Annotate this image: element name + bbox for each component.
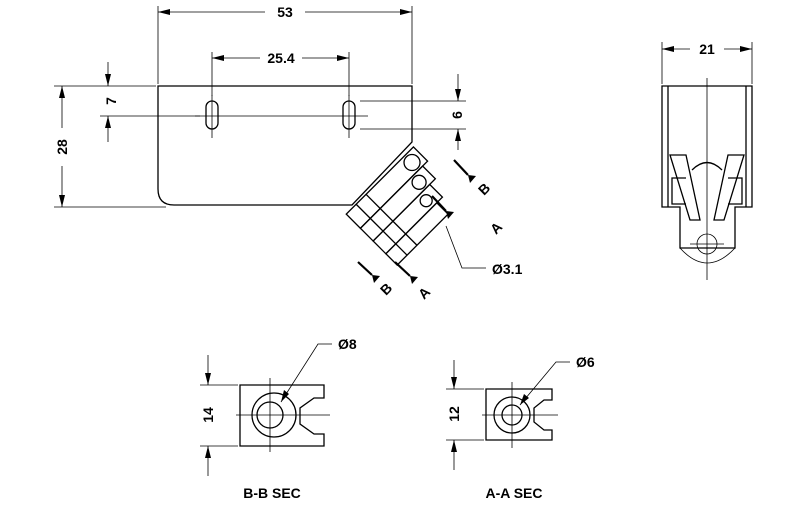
section-marker-a-bottom: A — [415, 284, 433, 302]
section-cut-a-bottom — [394, 261, 411, 277]
height-dim: 28 — [54, 139, 70, 155]
section-cut-a-top — [431, 195, 447, 212]
overall-width-dim: 53 — [277, 4, 293, 20]
section-aa: Ø6 12 A-A SEC — [446, 354, 595, 501]
bb-diameter-leader — [280, 343, 332, 403]
clip-assembly — [345, 146, 450, 266]
aa-section-body — [485, 388, 553, 441]
hole-diameter-leader — [445, 225, 486, 269]
bb-height-dim: 14 — [200, 407, 216, 423]
aa-section-title: A-A SEC — [485, 485, 542, 501]
bb-section-body — [239, 384, 325, 447]
hole-offset-dim: 7 — [103, 97, 119, 105]
bracket-outline — [157, 85, 413, 206]
side-width-dim: 21 — [699, 41, 715, 57]
aa-diameter-leader — [519, 361, 570, 406]
bb-section-title: B-B SEC — [243, 485, 301, 501]
section-marker-b-top: B — [475, 180, 493, 198]
hole-spacing-dim: 25.4 — [267, 50, 294, 66]
section-bb: Ø8 14 B-B SEC — [200, 336, 357, 501]
side-view: 21 — [661, 41, 753, 280]
slot-height-dim: 6 — [449, 111, 465, 119]
hole-diameter-label: Ø3.1 — [492, 261, 523, 277]
front-view: B A B A Ø3.1 53 25.4 7 — [54, 4, 523, 302]
aa-height-dim: 12 — [446, 406, 462, 422]
aa-diameter-label: Ø6 — [576, 354, 595, 370]
section-marker-b-bottom: B — [377, 280, 395, 298]
section-marker-a-top: A — [487, 219, 505, 237]
section-cut-b-top — [453, 159, 469, 176]
section-cut-b-bottom — [357, 261, 373, 276]
bb-diameter-label: Ø8 — [338, 336, 357, 352]
